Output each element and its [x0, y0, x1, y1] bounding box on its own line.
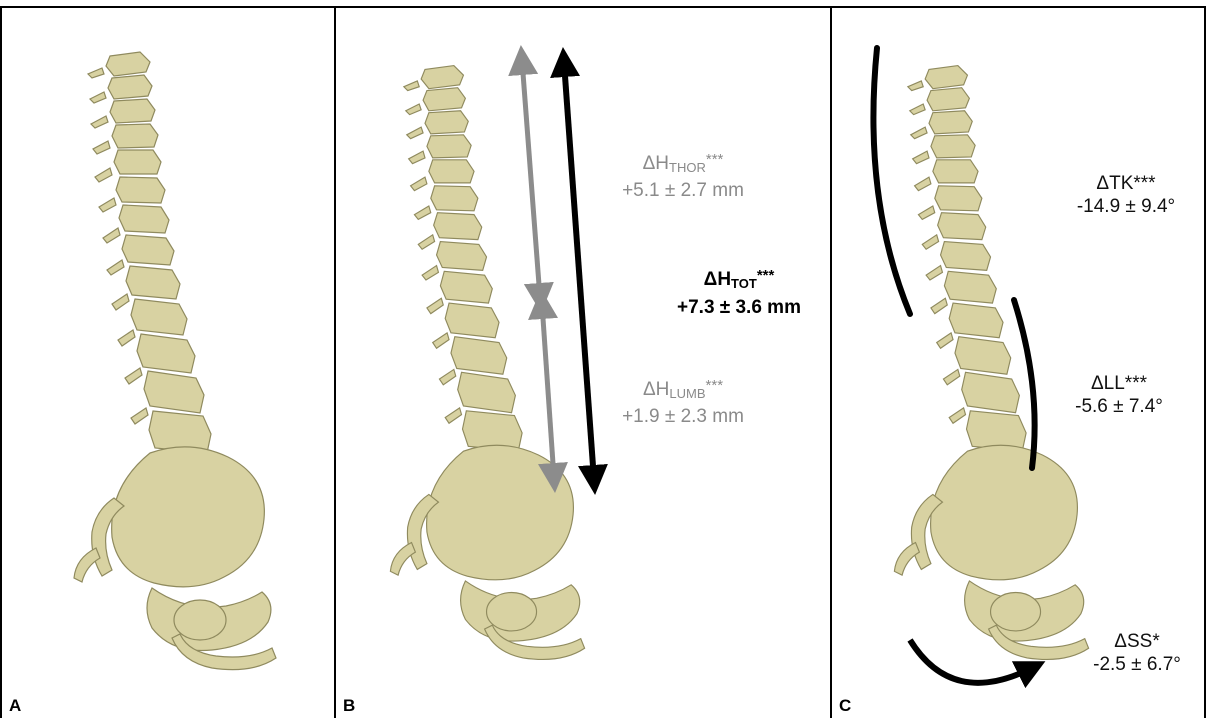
- panel-c: ΔTK*** -14.9 ± 9.4° ΔLL*** -5.6 ± 7.4° Δ…: [830, 6, 1206, 718]
- thoracic-kyphosis-value: -14.9 ± 9.4°: [1077, 196, 1175, 217]
- kyphosis-curve: [873, 48, 910, 314]
- panel-label-b: B: [343, 696, 355, 716]
- lumbar-lordosis-value: -5.6 ± 7.4°: [1075, 396, 1163, 417]
- total-height-label: ΔHTOT*** +7.3 ± 3.6 mm: [654, 264, 824, 320]
- thoracic-height-value: +5.1 ± 2.7 mm: [622, 180, 744, 201]
- lumbar-height-value: +1.9 ± 2.3 mm: [622, 406, 744, 427]
- spine-illustration-b: [336, 8, 832, 720]
- thoracic-kyphosis-label: ΔTK*** -14.9 ± 9.4°: [1056, 172, 1196, 218]
- lumbar-height-label: ΔHLUMB*** +1.9 ± 2.3 mm: [598, 374, 768, 428]
- panel-b: ΔHTHOR*** +5.1 ± 2.7 mm ΔHTOT*** +7.3 ± …: [334, 6, 830, 718]
- sacral-slope-label: ΔSS* -2.5 ± 6.7°: [1072, 630, 1202, 676]
- panel-label-c: C: [839, 696, 851, 716]
- spine-illustration-c: [832, 8, 1206, 720]
- sacral-slope-value: -2.5 ± 6.7°: [1093, 654, 1181, 675]
- spine-illustration-a: [2, 8, 336, 720]
- panel-a: A: [0, 6, 334, 718]
- thoracic-height-arrow: [522, 60, 540, 298]
- total-height-arrow: [564, 62, 594, 480]
- total-height-value: +7.3 ± 3.6 mm: [677, 297, 801, 318]
- panel-label-a: A: [9, 696, 21, 716]
- lumbar-lordosis-label: ΔLL*** -5.6 ± 7.4°: [1054, 372, 1184, 418]
- thoracic-height-label: ΔHTHOR*** +5.1 ± 2.7 mm: [598, 148, 768, 202]
- lumbar-height-arrow: [542, 304, 554, 478]
